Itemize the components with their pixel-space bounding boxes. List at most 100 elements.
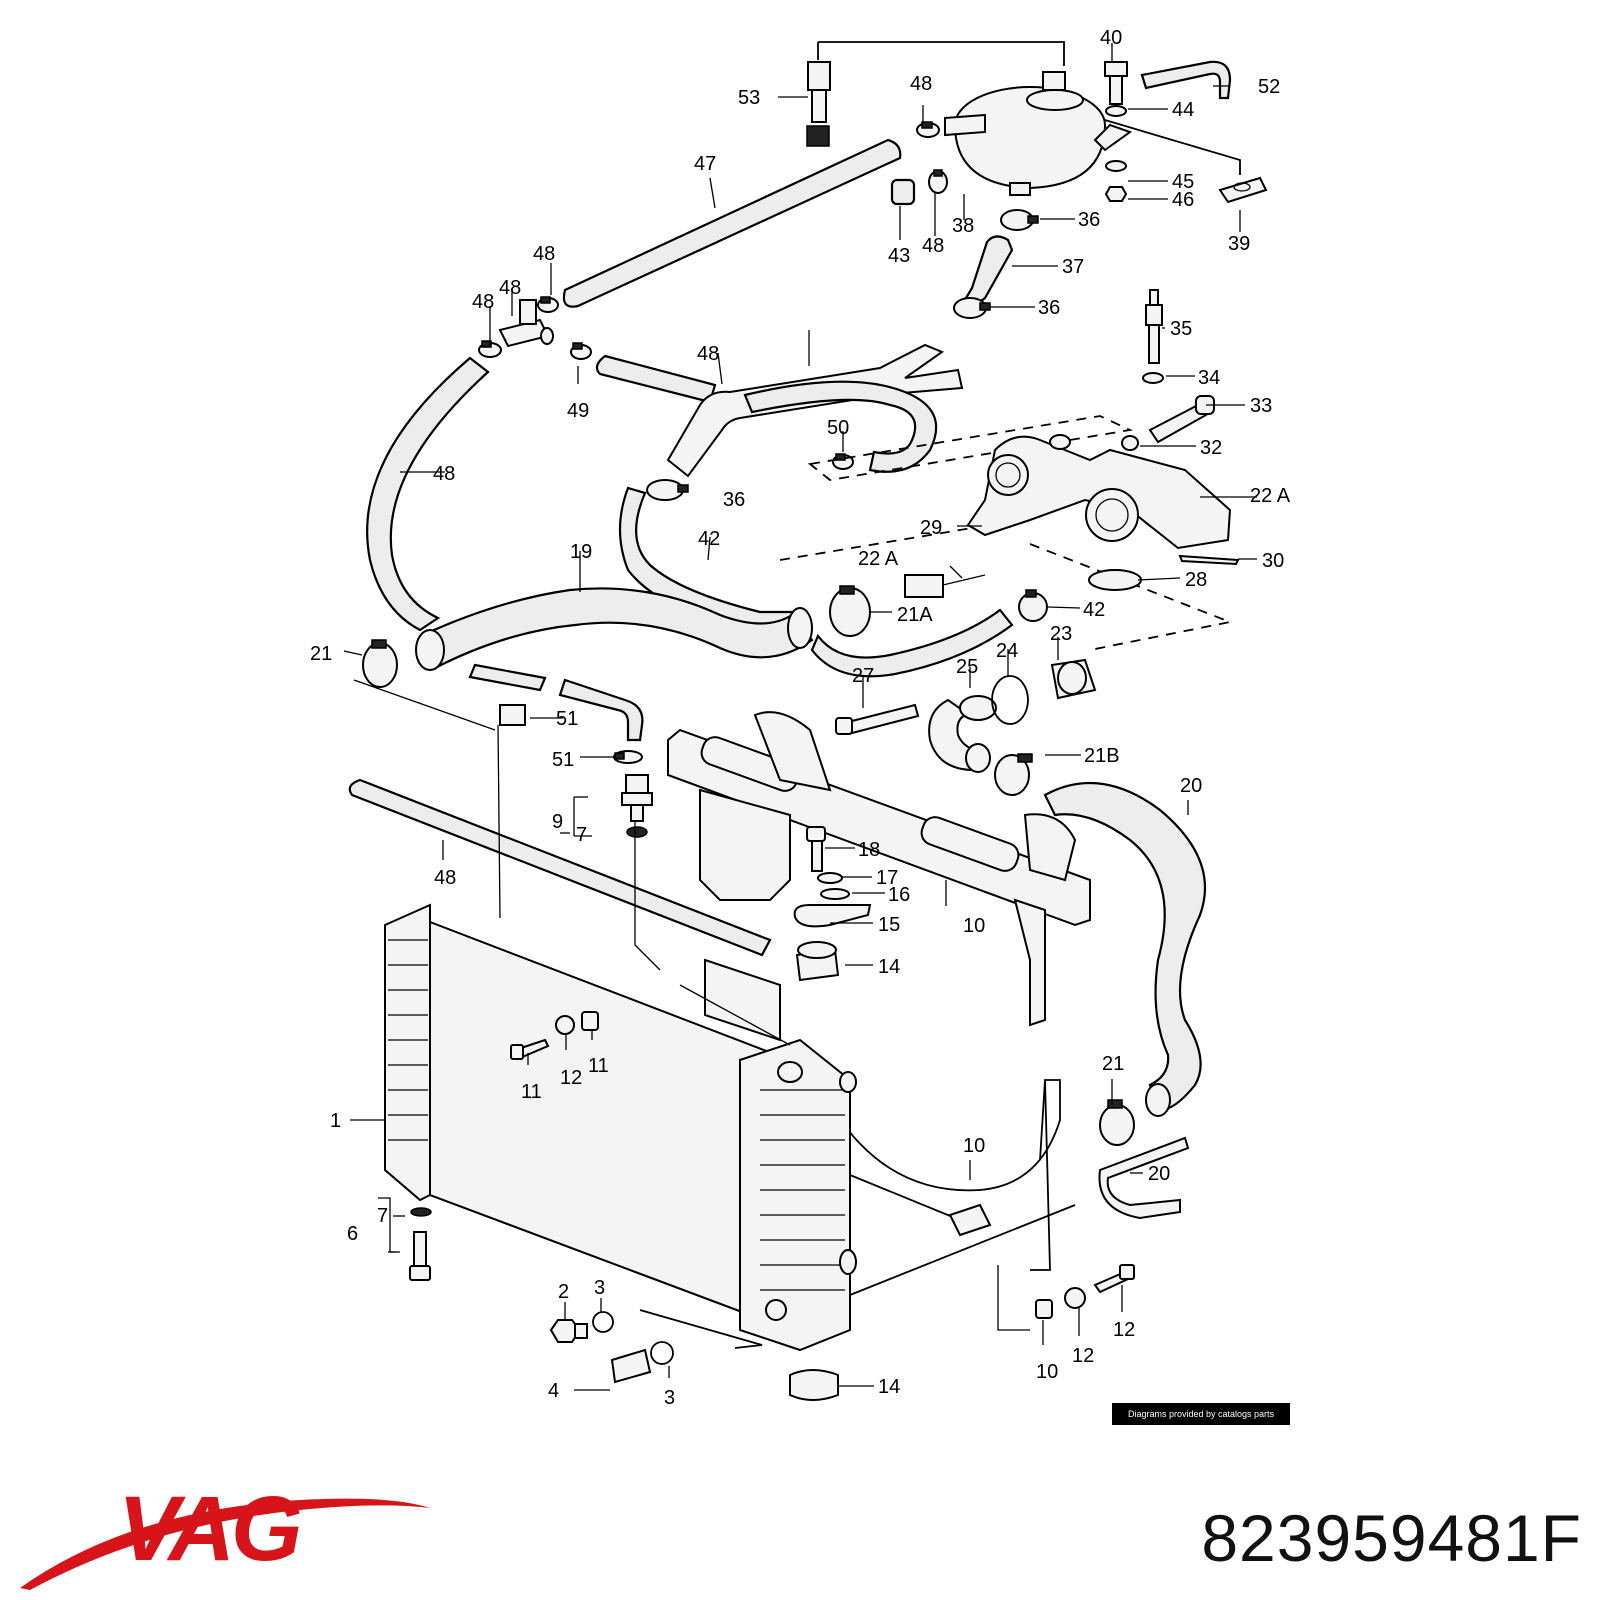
credit-badge: Diagrams provided by catalogs parts bbox=[1112, 1403, 1290, 1425]
upper-hoses bbox=[362, 138, 1048, 688]
callout: 18 bbox=[858, 839, 880, 861]
callout: 28 bbox=[1185, 569, 1207, 591]
hose-clamp-48g bbox=[613, 750, 643, 764]
hose-clamp-36b bbox=[953, 297, 991, 319]
part-number: 823959481F bbox=[1201, 1501, 1582, 1575]
hose-clamp-35 bbox=[1018, 589, 1048, 622]
callout: 44 bbox=[1172, 99, 1194, 121]
callout: 16 bbox=[888, 884, 910, 906]
callout: 46 bbox=[1172, 189, 1194, 211]
fan-shroud bbox=[667, 711, 1091, 1296]
callout: 12 bbox=[560, 1067, 582, 1089]
callout: 48 bbox=[472, 291, 494, 313]
hose-44 bbox=[562, 138, 902, 308]
callout: 1 bbox=[330, 1110, 341, 1132]
callout: 20 bbox=[1180, 775, 1202, 797]
callout: 3 bbox=[664, 1387, 675, 1409]
callout: 22 A bbox=[1250, 485, 1291, 507]
vag-logo: VAG bbox=[20, 1478, 430, 1590]
callout: 48 bbox=[910, 73, 932, 95]
callout: 12 bbox=[1113, 1319, 1135, 1341]
callout: 22 A bbox=[858, 548, 899, 570]
callout: 14 bbox=[878, 1376, 900, 1398]
callout: 36 bbox=[723, 489, 745, 511]
callout: 24 bbox=[996, 640, 1018, 662]
callout: 10 bbox=[963, 1135, 985, 1157]
callout: 23 bbox=[1050, 623, 1072, 645]
callout: 42 bbox=[698, 528, 720, 550]
hose-clamp-48a bbox=[916, 121, 940, 138]
callout: 51 bbox=[556, 708, 578, 730]
callout: 49 bbox=[567, 400, 589, 422]
hose-clamp-48c bbox=[478, 340, 502, 358]
callout: 32 bbox=[1200, 437, 1222, 459]
hose-clamp-21A bbox=[829, 585, 871, 637]
callout: 33 bbox=[1250, 395, 1272, 417]
callout-labels: 53 48 40 52 44 45 46 39 47 38 43 48 36 3… bbox=[310, 27, 1291, 1409]
thermostat-housing bbox=[779, 289, 1240, 796]
hose-46 bbox=[366, 356, 490, 632]
pipe-53 bbox=[666, 343, 964, 478]
hose-clamp-48d bbox=[537, 296, 559, 313]
hose-clamp-21c bbox=[1099, 1099, 1135, 1146]
callout: 48 bbox=[533, 243, 555, 265]
callout: 3 bbox=[594, 1277, 605, 1299]
callout: 21 bbox=[310, 643, 332, 665]
hose-clamp-36a bbox=[1000, 209, 1039, 231]
callout: 36 bbox=[1078, 209, 1100, 231]
callout: 19 bbox=[570, 541, 592, 563]
seal-strip-50 bbox=[348, 778, 772, 957]
callout: 11 bbox=[588, 1055, 609, 1077]
hose-clamp-21B bbox=[994, 753, 1033, 796]
callout: 37 bbox=[1062, 256, 1084, 278]
callout: 7 bbox=[576, 824, 587, 846]
callout: 20 bbox=[1148, 1163, 1170, 1185]
callout: 9 bbox=[552, 811, 563, 833]
callout: 2 bbox=[558, 1281, 569, 1303]
callout: 12 bbox=[1072, 1345, 1094, 1367]
callout: 45 bbox=[1172, 171, 1194, 193]
hose-clamp-48b bbox=[928, 169, 948, 194]
callout: 42 bbox=[1083, 599, 1105, 621]
callout: 21A bbox=[897, 604, 933, 626]
callout: 50 bbox=[827, 417, 849, 439]
callout: 21B bbox=[1084, 745, 1120, 767]
svg-text:VAG: VAG bbox=[118, 1478, 300, 1580]
callout: 27 bbox=[852, 665, 874, 687]
callout: 14 bbox=[878, 956, 900, 978]
callout: 10 bbox=[963, 915, 985, 937]
hose-45 bbox=[595, 354, 717, 404]
callout: 29 bbox=[920, 517, 942, 539]
callout: 52 bbox=[1258, 76, 1280, 98]
callout: 38 bbox=[952, 215, 974, 237]
callout: 30 bbox=[1262, 550, 1284, 572]
callout: 25 bbox=[956, 656, 978, 678]
callout: 35 bbox=[1170, 318, 1192, 340]
callout: 48 bbox=[922, 235, 944, 257]
callout: 43 bbox=[888, 245, 910, 267]
callout: 6 bbox=[347, 1223, 358, 1245]
hose-clamp-48e bbox=[570, 342, 592, 360]
expansion-tank-group bbox=[806, 41, 1268, 319]
radiator bbox=[384, 903, 857, 1352]
callout: 40 bbox=[1100, 27, 1122, 49]
hose-clamp-36c bbox=[646, 479, 689, 501]
hose-clamp-48f bbox=[832, 453, 854, 470]
callout: 11 bbox=[521, 1081, 542, 1103]
callout: 34 bbox=[1198, 367, 1220, 389]
leader-lines bbox=[343, 43, 1257, 1391]
hose-clamp-21a bbox=[362, 639, 398, 688]
callout: 4 bbox=[548, 1380, 559, 1402]
callout: 48 bbox=[434, 867, 456, 889]
callout: 48 bbox=[499, 277, 521, 299]
callout: 36 bbox=[1038, 297, 1060, 319]
misc-parts bbox=[348, 663, 1135, 1401]
callout: 48 bbox=[433, 463, 455, 485]
callout: 15 bbox=[878, 914, 900, 936]
callout: 17 bbox=[876, 867, 898, 889]
strap-20A bbox=[1098, 1136, 1190, 1220]
filler-cap bbox=[806, 61, 831, 147]
hose-20 bbox=[1043, 781, 1207, 1112]
callout: 10 bbox=[1036, 1361, 1058, 1383]
